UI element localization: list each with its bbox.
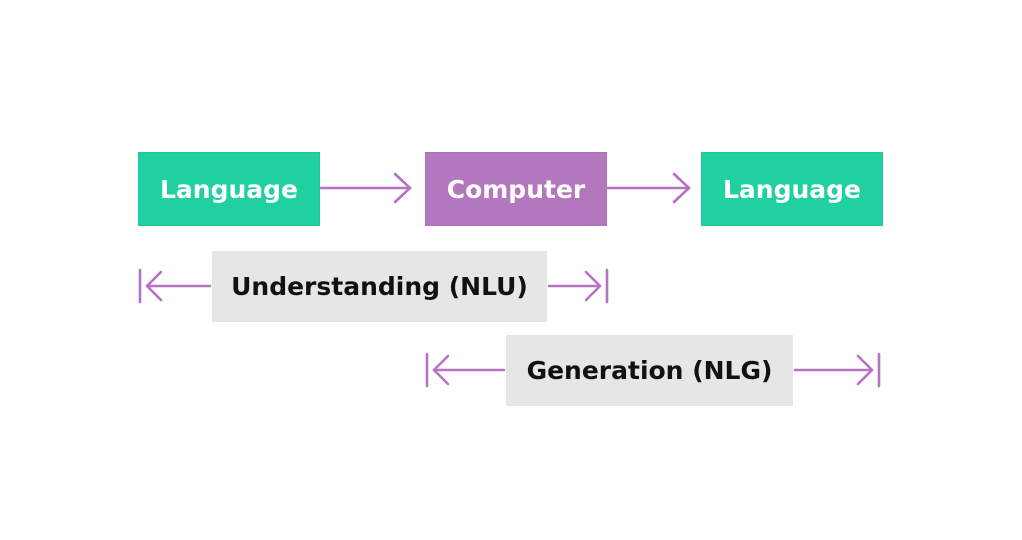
language-output-label: Language	[722, 174, 861, 204]
nlu-span-right-arrow	[547, 268, 609, 304]
understanding-nlu-label: Understanding (NLU)	[231, 272, 528, 301]
arrow-computer-to-language	[606, 172, 691, 204]
nlg-span-left-arrow	[425, 352, 506, 388]
computer-node: Computer	[425, 152, 607, 226]
understanding-nlu-box: Understanding (NLU)	[212, 251, 547, 322]
generation-nlg-label: Generation (NLG)	[526, 356, 773, 385]
computer-label: Computer	[446, 174, 586, 204]
generation-nlg-box: Generation (NLG)	[506, 335, 793, 406]
nlg-span-right-arrow	[793, 352, 881, 388]
language-output-node: Language	[701, 152, 883, 226]
nlu-span-left-arrow	[138, 268, 212, 304]
language-input-label: Language	[159, 174, 298, 204]
arrow-language-to-computer	[319, 172, 412, 204]
language-input-node: Language	[138, 152, 320, 226]
